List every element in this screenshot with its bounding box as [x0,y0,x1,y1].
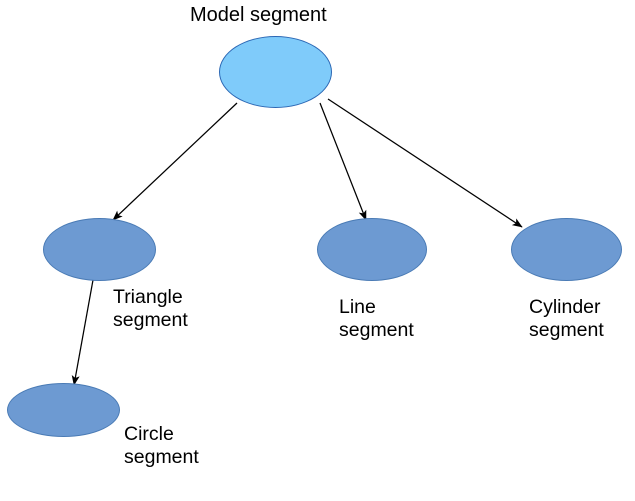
node-cylinder-segment[interactable] [511,218,622,281]
node-triangle-segment[interactable] [43,218,156,281]
edge-triangle-circle [71,279,94,386]
edge-model-triangle [112,102,238,221]
edge-model-line [319,102,367,221]
label-model-segment: Model segment [190,4,327,26]
edge-model-cylinder [327,98,523,228]
node-model-segment[interactable] [219,36,332,108]
node-circle-segment[interactable] [7,383,120,437]
node-line-segment[interactable] [317,218,427,281]
